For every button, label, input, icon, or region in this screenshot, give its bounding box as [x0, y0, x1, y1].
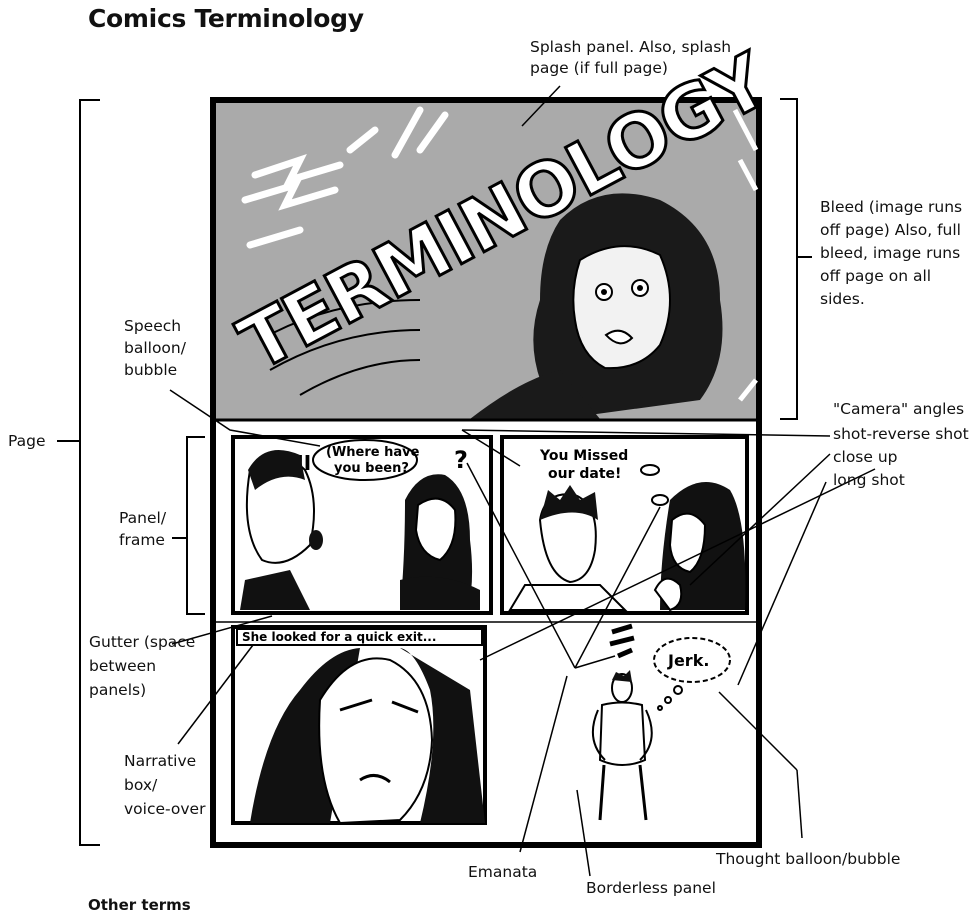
- label-speech-line3: bubble: [124, 361, 178, 379]
- label-camera-line3: close up: [833, 448, 898, 466]
- page-bracket: [79, 99, 100, 846]
- thought-text: Jerk.: [667, 651, 709, 670]
- footer-cut-text: Other terms: [88, 896, 191, 914]
- label-gutter-line3: panels): [89, 681, 147, 699]
- label-gutter-line1: Gutter (space: [89, 633, 196, 651]
- label-emanata: Emanata: [468, 863, 538, 881]
- page-border: [210, 97, 762, 848]
- panel-borderless: Jerk.: [591, 623, 731, 821]
- label-page: Page: [8, 432, 46, 450]
- panel2-text-line1: You Missed: [539, 448, 628, 464]
- label-bleed-line3: bleed, image runs: [820, 244, 961, 262]
- panel-bracket: [186, 436, 205, 615]
- speech-text-line1: (Where have: [326, 445, 420, 460]
- label-panel-line2: frame: [119, 531, 165, 549]
- page-title: Comics Terminology: [88, 4, 364, 33]
- label-splash-line2: page (if full page): [530, 59, 668, 77]
- label-borderless: Borderless panel: [586, 879, 716, 897]
- svg-text:?: ?: [454, 446, 468, 474]
- label-speech-line2: balloon/: [124, 339, 186, 357]
- label-speech-line1: Speech: [124, 317, 182, 335]
- label-narrative-line3: voice-over: [124, 800, 206, 818]
- splash-panel: TERMINOLOGY: [216, 36, 785, 419]
- label-splash-line1: Splash panel. Also, splash: [530, 38, 732, 56]
- label-narrative-line2: box/: [124, 776, 158, 794]
- label-camera-line2: shot-reverse shot: [833, 425, 969, 443]
- panel-narrative-closeup: She looked for a quick exit...: [231, 625, 487, 825]
- label-camera-line4: long shot: [833, 471, 905, 489]
- bleed-bracket: [780, 98, 798, 420]
- label-narrative-line1: Narrative: [124, 752, 197, 770]
- label-camera-line1: "Camera" angles: [833, 400, 965, 418]
- label-thought: Thought balloon/bubble: [716, 850, 901, 868]
- label-bleed-line5: sides.: [820, 290, 865, 308]
- label-panel-line1: Panel/: [119, 509, 167, 527]
- panel2-text-line2: our date!: [548, 466, 621, 482]
- panel-you-missed-our-date: You Missed our date!: [500, 435, 749, 615]
- narrative-text: She looked for a quick exit...: [242, 630, 436, 644]
- label-gutter-line2: between: [89, 657, 157, 675]
- label-bleed-line4: off page on all: [820, 267, 932, 285]
- label-bleed-line1: Bleed (image runs: [820, 198, 963, 216]
- speech-text-line2: you been?: [334, 461, 409, 476]
- panel-where-have-you-been: (Where have you been? ? NI: [231, 435, 493, 615]
- label-bleed-line2: off page) Also, full: [820, 221, 961, 239]
